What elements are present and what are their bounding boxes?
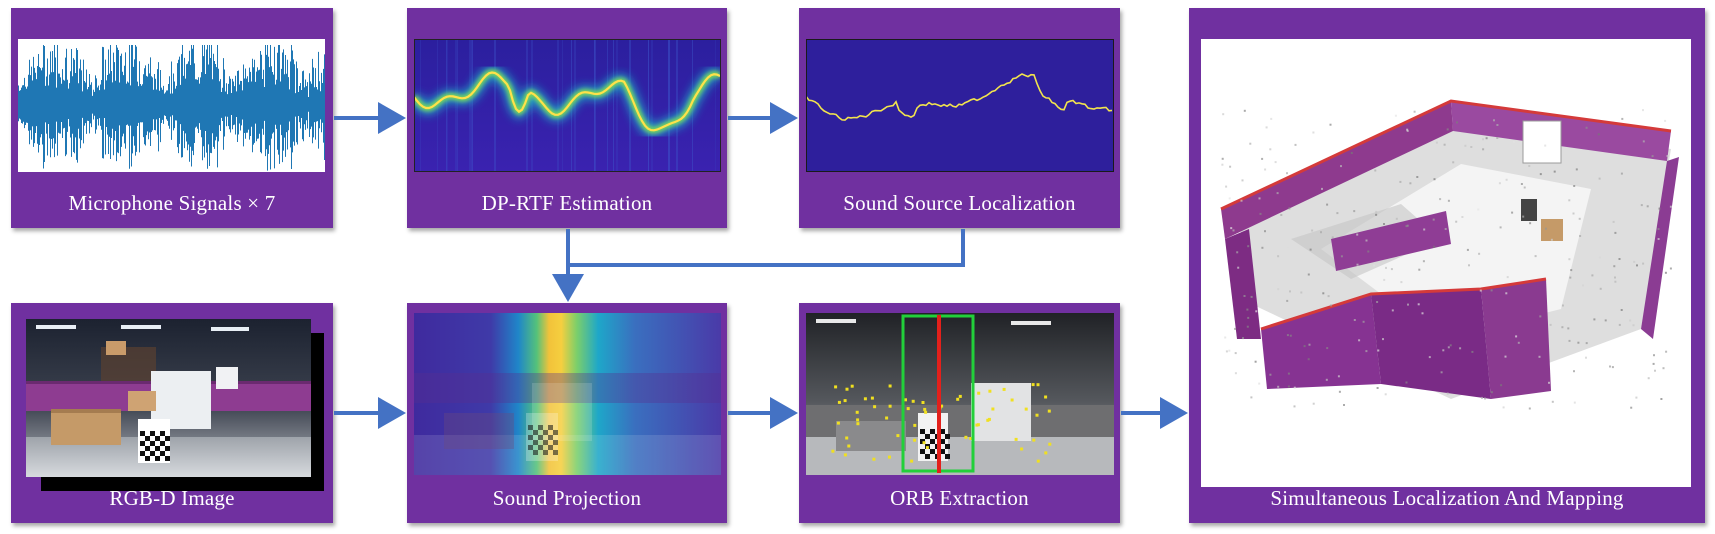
panel-orb-extraction: ORB Extraction [799, 303, 1120, 523]
panel-label-orb: ORB Extraction [890, 486, 1029, 510]
panel-label-slam: Simultaneous Localization And Mapping [1270, 486, 1624, 510]
rgbd-photo [26, 319, 311, 477]
panel-sound-source-localization: Sound Source Localization [799, 8, 1120, 228]
orb-features-icon [806, 313, 1114, 475]
panel-dprtf-estimation: DP-RTF Estimation [407, 8, 727, 228]
waveform-icon [18, 45, 325, 171]
sound-projection-overlay [414, 313, 721, 475]
panel-label-microphone: Microphone Signals × 7 [68, 191, 276, 215]
connector-dprtf-ssl-merge [566, 229, 965, 267]
dprtf-heatmap-icon [414, 39, 721, 172]
warehouse-scene-icon [26, 319, 311, 477]
orb-image [806, 313, 1114, 475]
panel-label-dprtf: DP-RTF Estimation [481, 191, 653, 215]
slam-pointcloud [1201, 39, 1691, 487]
panel-label-rgbd: RGB-D Image [109, 486, 235, 510]
panel-rgbd-image: RGB-D Image [11, 303, 333, 523]
panel-sound-projection: Sound Projection [407, 303, 727, 523]
sound-projection-icon [414, 313, 721, 475]
panel-label-ssl: Sound Source Localization [843, 191, 1076, 215]
panel-slam: Simultaneous Localization And Mapping [1189, 8, 1705, 523]
waveform-plot [18, 39, 325, 172]
ssl-plot [806, 39, 1114, 172]
dprtf-heatmap [414, 39, 721, 172]
panel-microphone-signals: Microphone Signals × 7 [11, 8, 333, 228]
panel-label-projection: Sound Projection [492, 486, 642, 510]
pointcloud-map-icon [1220, 99, 1679, 410]
ssl-trajectory-icon [806, 39, 1114, 172]
